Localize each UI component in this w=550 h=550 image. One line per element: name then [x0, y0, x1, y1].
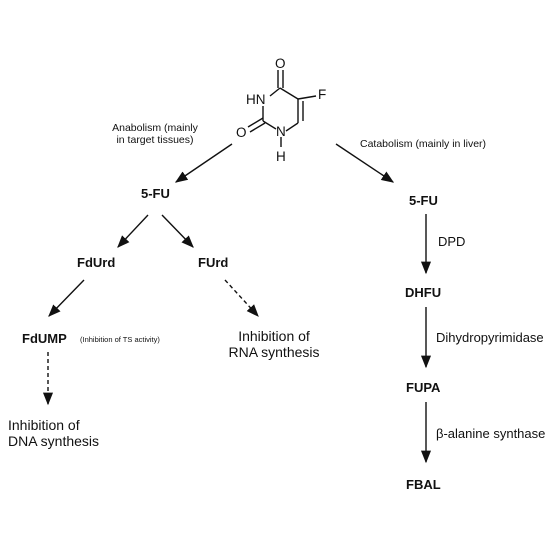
dna-inhibition-label: Inhibition of DNA synthesis: [8, 417, 99, 449]
enzyme-beta-alanine-synthase: β-alanine synthase: [436, 426, 546, 441]
anabolism-label-line2: in target tissues): [116, 134, 194, 147]
anabolism-label: Anabolism (mainly in target tissues): [92, 122, 218, 146]
atom-o-top: O: [275, 56, 286, 71]
carbonyl-double-bond: [247, 117, 264, 128]
fluorouracil-structure: [247, 70, 317, 147]
dna-inhibition-line1: Inhibition of: [8, 417, 80, 433]
atom-h: H: [276, 149, 286, 164]
ring-bond: [285, 122, 299, 132]
atom-n: N: [276, 124, 286, 139]
node-fdump: FdUMP: [22, 331, 67, 346]
node-5fu-catabolic: 5-FU: [409, 193, 438, 208]
dna-inhibition-line2: DNA synthesis: [8, 433, 100, 450]
enzyme-dpd: DPD: [438, 234, 466, 249]
node-fupa: FUPA: [406, 380, 441, 395]
node-fbal: FBAL: [406, 477, 441, 492]
anabolism-arrow: [174, 143, 233, 183]
atom-hn: HN: [246, 92, 266, 107]
atom-o-left: O: [236, 125, 247, 140]
rna-inhibition-label: Inhibition of RNA synthesis: [218, 328, 330, 360]
node-dhfu: DHFU: [405, 285, 442, 300]
enzyme-dihydropyrimidase: Dihydropyrimidase: [436, 330, 544, 345]
rna-inhibition-line1: Inhibition of: [238, 328, 310, 344]
carbonyl-double-bond: [249, 122, 266, 133]
catabolism-label: Catabolism (mainly in liver): [360, 138, 487, 150]
node-fdurd: FdUrd: [77, 255, 116, 270]
ring-bond: [262, 120, 277, 130]
ring-bond: [279, 87, 299, 100]
arrow-furd-to-rna-inhibition: [224, 279, 259, 317]
node-5fu-anabolic: 5-FU: [141, 186, 170, 201]
arrow-fdurd-to-fdump: [48, 279, 85, 317]
atom-f: F: [318, 87, 327, 102]
rna-inhibition-line2: RNA synthesis: [228, 344, 320, 361]
node-furd: FUrd: [198, 255, 229, 270]
catabolism-arrow: [335, 143, 395, 183]
arrow-fu-to-furd: [161, 214, 194, 248]
anabolism-label-line1: Anabolism (mainly: [112, 122, 198, 134]
ring-bond: [269, 87, 281, 97]
fdump-note: (Inhibition of TS activity): [80, 335, 160, 344]
fluorine-bond: [297, 95, 317, 100]
arrow-fu-to-fdurd: [117, 214, 149, 248]
